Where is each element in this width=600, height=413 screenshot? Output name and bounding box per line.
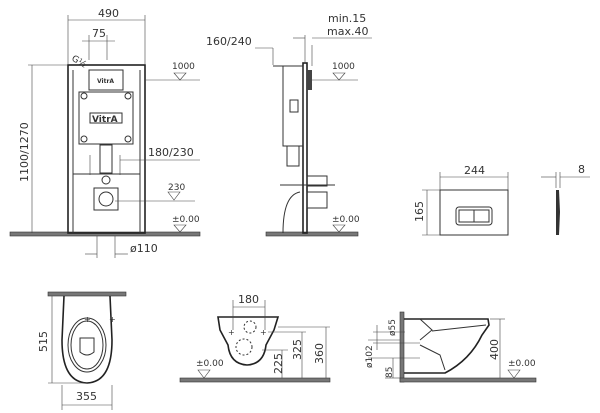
flush-buttons [455,206,493,226]
dim-plate-height: 165 [413,201,426,222]
frame-outline [67,64,146,234]
dim-plate-width: 244 [464,164,485,177]
floor-hatch [9,231,201,237]
dim-height: 1100/1270 [18,122,31,182]
brand-label-top: VitrA [97,78,114,85]
floor-level-bowl-front: ±0.00 [196,359,224,369]
dim-outlet-height: 85 [385,367,395,378]
dim-bowl-length: 515 [37,331,50,352]
brand-label-panel: VitrA [92,115,118,125]
dim-inlet-diameter: ø55 [388,319,398,336]
level-1000: 1000 [172,62,195,72]
dim-bowl-width: 355 [76,390,97,403]
dim-outlet-diameter: ø102 [365,345,375,368]
flush-plate [439,189,509,236]
frame-post [302,62,308,234]
frame-side-view: 160/240 min.15 max.40 1000 ±0.00 [206,12,372,237]
dim-bolt-spacing-bowl: 180 [238,293,259,306]
dim-wall-min: min.15 [328,12,366,25]
bowl-outline [61,295,113,384]
floor-level-bowl-side: ±0.00 [508,359,536,369]
level-230: 230 [168,183,185,193]
cistern [78,91,134,145]
dim-h325: 325 [291,339,304,360]
svg-text:+: + [109,315,116,324]
inlet-label: G½ [70,54,89,71]
flush-actuator [88,69,124,91]
level-1000-side: 1000 [332,62,355,72]
floor-level-side: ±0.00 [332,215,360,225]
frame-front-view: VitrA VitrA 490 75 G½ 1100/1270 1000 180… [9,7,201,258]
svg-text:+: + [260,328,267,337]
flush-plate-side [307,70,312,90]
bowl-top-view: + + 515 355 [37,291,127,410]
bowl-front-view: + + 180 225 325 360 ±0.00 [179,293,331,383]
flush-plate-view: 244 165 8 [413,163,590,236]
flush-plate-profile [556,190,560,235]
svg-text:+: + [84,315,91,324]
dim-h360: 360 [313,343,326,364]
bowl-front-outline [217,316,280,366]
bowl-side-outline [404,318,490,374]
dim-plate-thickness: 8 [578,163,585,176]
dim-width: 490 [98,7,119,20]
floor-level-front: ±0.00 [172,215,200,225]
dim-offset: 75 [92,27,106,40]
cistern-side [282,65,304,147]
bowl-side-view: ø55 ø102 85 400 ±0.00 [365,311,537,383]
dim-depth: 160/240 [206,35,252,48]
dim-bowl-height: 400 [488,339,501,360]
dim-drain-diameter: ø110 [130,242,158,255]
svg-text:+: + [228,328,235,337]
dim-bolt-spacing: 180/230 [148,146,194,159]
dim-h225: 225 [272,353,285,374]
drain-outlet [98,191,114,207]
dim-wall-max: max.40 [327,25,368,38]
